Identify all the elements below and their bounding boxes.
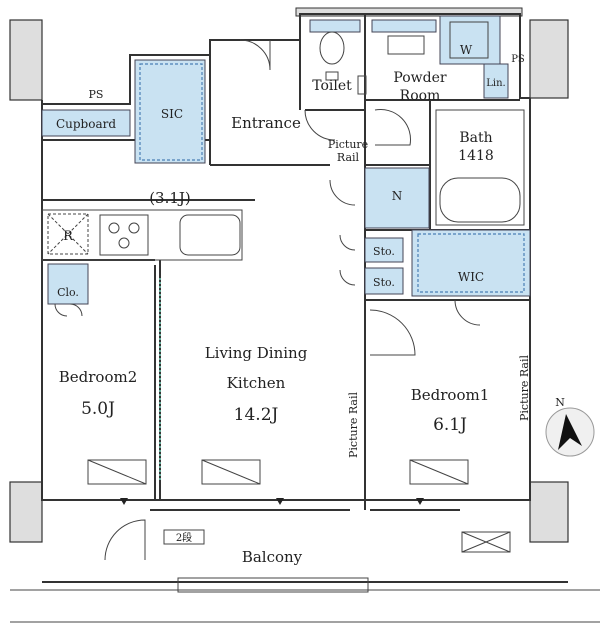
toilet-bowl: [319, 31, 345, 65]
burner-1: [108, 222, 120, 234]
label-bedroom2-size: 5.0J: [81, 399, 115, 419]
column-top-left: [9, 19, 43, 101]
label-powder-room-1: Powder: [393, 70, 447, 86]
label-linen: Lin.: [486, 78, 505, 89]
label-ldk-size: 14.2J: [234, 405, 279, 425]
doors: [54, 39, 481, 561]
burner-2: [128, 222, 140, 234]
kitchen-sink: [179, 214, 241, 256]
column-bottom-left: [9, 481, 43, 543]
label-picture-rail-entrance-2: Rail: [337, 151, 360, 164]
label-sto-lower: Sto.: [373, 276, 395, 289]
label-bedroom1-size: 6.1J: [433, 415, 467, 435]
label-picture-rail-entrance-1: Picture: [328, 138, 368, 151]
label-picture-rail-mid: Picture Rail: [347, 392, 360, 458]
label-toilet: Toilet: [312, 78, 352, 94]
toilet-paper: [357, 75, 367, 95]
column-bottom-right: [529, 481, 569, 543]
label-ldk-1: Living Dining: [205, 344, 308, 362]
step-box: [163, 529, 205, 545]
label-balcony: Balcony: [242, 548, 303, 566]
fridge-space: [47, 213, 89, 255]
label-sto-upper: Sto.: [373, 245, 395, 258]
label-closet: Clo.: [57, 286, 79, 299]
stove: [99, 214, 149, 256]
label-sic: SIC: [161, 107, 183, 121]
bath-room: [435, 109, 525, 226]
label-entrance: Entrance: [231, 114, 301, 132]
label-ldk-2: Kitchen: [227, 374, 286, 392]
label-kitchen-size: (3.1J): [149, 189, 191, 207]
cupboard-box: [41, 109, 131, 137]
powder-sink: [387, 35, 425, 55]
north-arrow-icon: [558, 414, 582, 450]
burner-3: [118, 237, 130, 249]
label-bath-1: Bath: [459, 130, 492, 146]
label-washer: W: [460, 43, 473, 57]
bathtub: [439, 177, 521, 223]
closet-box: [47, 263, 89, 305]
sic-shelf-outline: [139, 63, 203, 161]
label-ps-right: PS: [511, 54, 525, 65]
label-bedroom1: Bedroom1: [411, 386, 490, 404]
label-wic: WIC: [458, 270, 484, 284]
label-bath-2: 1418: [458, 148, 494, 164]
balcony-railing: [10, 529, 600, 623]
north-arrow: [545, 407, 595, 457]
label-step: 2段: [176, 531, 192, 544]
window-symbols: [87, 278, 511, 553]
sic-box: [134, 59, 206, 164]
label-ps-left: PS: [89, 88, 104, 101]
label-powder-room-2: Room: [400, 88, 441, 104]
wic-box: [411, 229, 531, 297]
toilet-shelf: [309, 19, 361, 33]
outer-walls: [41, 13, 531, 511]
kitchen-counter: [41, 209, 243, 261]
top-wall-band: [295, 7, 523, 17]
sto-upper-box: [364, 237, 404, 263]
label-bedroom2: Bedroom2: [59, 368, 138, 386]
storage-areas: [41, 15, 531, 305]
label-n-storage: N: [392, 189, 403, 203]
wic-shelf-outline: [417, 233, 525, 293]
sto-lower-box: [364, 267, 404, 295]
toilet-tank: [325, 71, 339, 81]
fixtures: [41, 21, 525, 261]
column-top-right: [529, 19, 569, 99]
linen-box: [483, 63, 509, 99]
label-cupboard: Cupboard: [56, 117, 116, 131]
washer: [449, 21, 489, 59]
powder-shelf: [371, 19, 437, 33]
n-storage-box: [364, 167, 430, 229]
label-picture-rail-right: Picture Rail: [518, 355, 531, 421]
label-fridge: R: [63, 229, 74, 244]
label-north: N: [555, 396, 565, 409]
